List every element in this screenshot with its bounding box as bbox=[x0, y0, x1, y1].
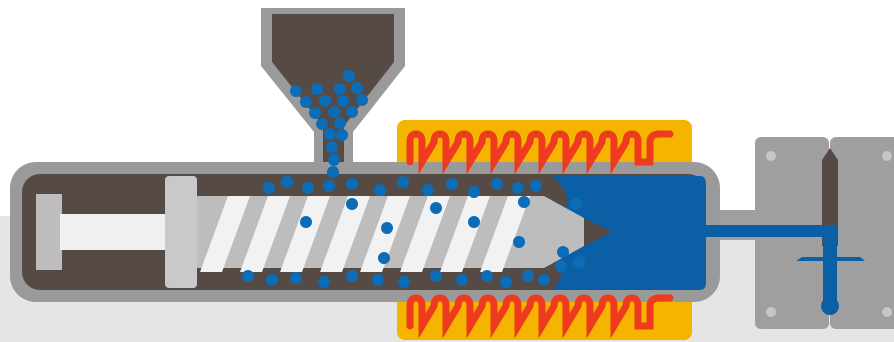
pellet bbox=[481, 270, 493, 282]
pellet bbox=[398, 276, 410, 288]
pellet bbox=[334, 83, 346, 95]
pellet bbox=[334, 117, 346, 129]
screw-flight bbox=[440, 196, 490, 272]
screw-flight bbox=[480, 196, 530, 272]
pellet bbox=[430, 202, 442, 214]
hopper bbox=[261, 8, 405, 175]
ram-shaft bbox=[60, 214, 170, 250]
mold-right-plate bbox=[830, 137, 894, 329]
pellet bbox=[324, 128, 336, 140]
screw-flight bbox=[240, 196, 290, 272]
pellet bbox=[512, 182, 524, 194]
pellet bbox=[351, 82, 363, 94]
molten-plastic bbox=[552, 176, 706, 290]
pellet bbox=[538, 274, 550, 286]
mold-cavity-filled bbox=[823, 236, 837, 306]
mold-bolt-icon bbox=[882, 151, 892, 161]
pellet bbox=[456, 274, 468, 286]
pellet bbox=[374, 184, 386, 196]
pellet bbox=[343, 70, 355, 82]
pellet bbox=[468, 186, 480, 198]
screw-flight bbox=[200, 196, 250, 272]
hopper-interior bbox=[272, 12, 394, 175]
heater-coil-bottom bbox=[406, 294, 674, 339]
nozzle-channel bbox=[706, 225, 830, 237]
nozzle bbox=[706, 225, 837, 245]
pellet bbox=[468, 216, 480, 228]
pellet bbox=[555, 260, 567, 272]
heater-coil-top bbox=[406, 130, 674, 175]
pellet bbox=[316, 118, 328, 130]
ram-rod bbox=[36, 194, 62, 270]
pellet bbox=[356, 94, 368, 106]
pellet bbox=[397, 176, 409, 188]
pellet bbox=[290, 272, 302, 284]
pellet bbox=[326, 141, 338, 153]
pellet bbox=[518, 196, 530, 208]
mold-cavity bbox=[822, 148, 838, 246]
reciprocating-screw bbox=[197, 196, 612, 272]
pellet bbox=[266, 274, 278, 286]
pellet bbox=[300, 96, 312, 108]
pellet bbox=[309, 107, 321, 119]
pellet bbox=[530, 180, 542, 192]
pellet bbox=[337, 95, 349, 107]
pellet bbox=[300, 216, 312, 228]
pellet bbox=[446, 178, 458, 190]
pellet bbox=[557, 246, 569, 258]
pellet bbox=[381, 222, 393, 234]
pellet bbox=[328, 154, 340, 166]
mold-bolt-icon bbox=[882, 307, 892, 317]
pellet bbox=[346, 270, 358, 282]
mold-sprue bbox=[823, 225, 837, 245]
pellet bbox=[346, 106, 358, 118]
pellet bbox=[302, 182, 314, 194]
screw-tip bbox=[584, 218, 612, 246]
screw-flight bbox=[360, 196, 410, 272]
pellet bbox=[522, 270, 534, 282]
pellet bbox=[290, 85, 302, 97]
mold-bolt-icon bbox=[766, 151, 776, 161]
pellet bbox=[319, 95, 331, 107]
pellet bbox=[378, 252, 390, 264]
pellet bbox=[318, 276, 330, 288]
plastic-pellets bbox=[242, 70, 585, 288]
ram-piston bbox=[165, 176, 197, 288]
ram bbox=[36, 176, 197, 288]
pellet bbox=[422, 184, 434, 196]
pellet bbox=[491, 178, 503, 190]
screw-flight bbox=[400, 196, 450, 272]
pellet bbox=[311, 83, 323, 95]
mold-cavity-filled-pommel bbox=[821, 297, 839, 315]
pellet bbox=[242, 270, 254, 282]
pellet bbox=[323, 180, 335, 192]
pellet bbox=[281, 176, 293, 188]
pellet bbox=[500, 276, 512, 288]
pellet bbox=[327, 166, 339, 178]
screw-flight bbox=[280, 196, 330, 272]
pellet bbox=[328, 106, 340, 118]
mold-bolt-icon bbox=[766, 307, 776, 317]
pellet bbox=[430, 270, 442, 282]
pellet bbox=[570, 198, 582, 210]
screw-flight bbox=[320, 196, 370, 272]
pellet bbox=[372, 274, 384, 286]
pellet bbox=[513, 236, 525, 248]
screw-flights bbox=[200, 196, 530, 272]
pellet bbox=[346, 178, 358, 190]
pellet bbox=[336, 129, 348, 141]
pellet bbox=[573, 256, 585, 268]
pellet bbox=[346, 198, 358, 210]
hopper-top-edge bbox=[261, 8, 405, 14]
pellet bbox=[263, 182, 275, 194]
